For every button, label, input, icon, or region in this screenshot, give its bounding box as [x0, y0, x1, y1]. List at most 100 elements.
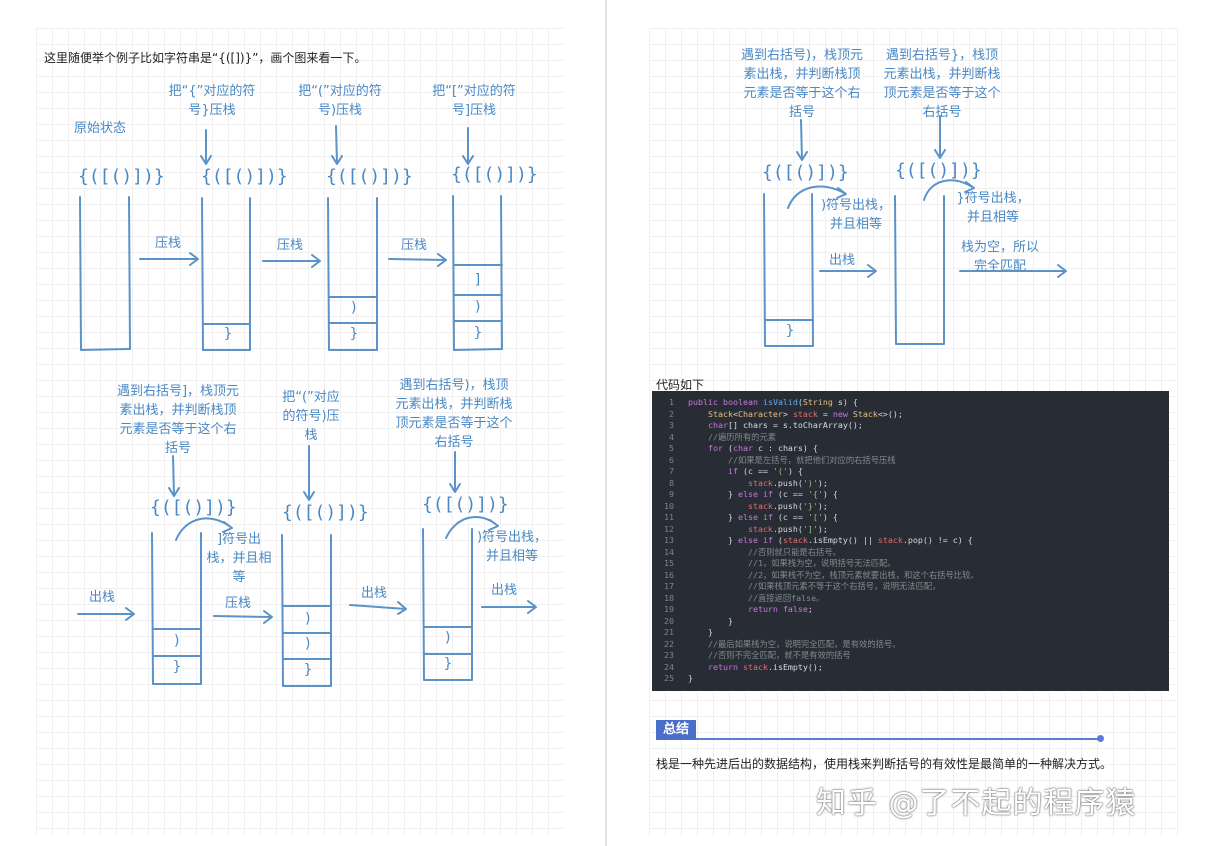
code-line: 6 //如果是左括号，就把他们对应的右括号压栈: [652, 455, 896, 467]
code-line: 11 } else if (c == '[') {: [652, 512, 838, 524]
code-line: 17 //如果栈顶元素不等于这个右括号，说明无法匹配，: [652, 581, 940, 593]
line-number: 25: [664, 673, 674, 683]
stack: [763, 193, 814, 347]
pop-paren-note: )符号出栈，并且相等: [476, 530, 548, 564]
stack: [151, 532, 202, 685]
summary-divider: [696, 738, 1100, 740]
code-line: 20 }: [652, 616, 733, 628]
line-number: 1: [669, 397, 674, 407]
pop-curly-note: }符号出栈，并且相等: [956, 191, 1030, 225]
push-paren-note: 把“(”对应的符号)压栈: [298, 84, 382, 118]
right-arrow: [819, 264, 877, 278]
line-number: 4: [669, 431, 674, 442]
right-arrow: [959, 264, 1067, 278]
stack-cell: ): [473, 299, 483, 315]
string-display: {([()])}: [422, 494, 509, 515]
right-arrow: [262, 254, 321, 268]
code-line: 23 //否则不完全匹配，就不是有效的括号: [652, 650, 851, 662]
page-divider: [605, 0, 607, 846]
down-arrow: [303, 445, 315, 501]
down-arrow: [462, 127, 474, 165]
intro-text: 这里随便举个例子比如字符串是“{([])}”，画个图来看一下。: [44, 51, 367, 65]
right-arrow: [77, 607, 135, 621]
string-display: {([()])}: [451, 164, 538, 185]
push-label: 压栈: [224, 596, 251, 611]
down-arrow: [934, 115, 946, 159]
stack-cell: }: [349, 326, 359, 342]
curved-arrow: [175, 517, 233, 541]
stack-cell: ]: [473, 272, 483, 288]
code-line: 4 //遍历所有的元素: [652, 432, 776, 444]
stack-divider: [423, 626, 473, 655]
code-line: 10 stack.push('}');: [652, 501, 828, 513]
code-heading: 代码如下: [656, 378, 705, 392]
right-arrow: [481, 600, 537, 614]
summary-divider-dot: [1097, 735, 1104, 742]
code-line: 7 if (c == '(') {: [652, 466, 803, 478]
push-label: 压栈: [276, 238, 303, 253]
code-line: 18 //直接返回false。: [652, 593, 824, 605]
stack-divider: [328, 296, 378, 324]
code-line: 9 } else if (c == '{') {: [652, 489, 838, 501]
meet-paren-note-right: 遇到右括号)，栈顶元素出栈，并判断栈顶元素是否等于这个右括号: [740, 48, 864, 120]
stack-divider: [282, 605, 332, 660]
line-number: 12: [664, 523, 674, 534]
down-arrow: [796, 119, 808, 161]
down-arrow: [331, 125, 343, 165]
code-line: 22 //最后如果栈为空，说明完全匹配，是有效的括号。: [652, 639, 901, 651]
code-line: 2 Stack<Character> stack = new Stack<>()…: [652, 409, 903, 421]
line-number: 5: [669, 443, 674, 453]
stack-cell: ): [303, 636, 313, 652]
line-number: 13: [664, 535, 674, 545]
stack-cell: ): [443, 630, 453, 646]
line-number: 21: [664, 627, 674, 637]
code-line: 24 return stack.isEmpty();: [652, 662, 823, 674]
line-number: 17: [664, 581, 674, 591]
stack-cell: }: [473, 325, 483, 341]
string-display: {([()])}: [282, 502, 369, 523]
stack: [327, 197, 378, 351]
push-bracket-note: 把“[”对应的符号]压栈: [432, 84, 516, 118]
stack-cell: ): [172, 633, 182, 649]
code-line: 5 for (char c : chars) {: [652, 443, 818, 455]
meet-paren-note: 遇到右括号)，栈顶元素出栈，并判断栈顶元素是否等于这个右括号: [395, 378, 513, 450]
code-line: 14 //否则就只能是右括号。: [652, 547, 841, 559]
stack-cell: ): [303, 611, 313, 627]
stack-cell: ): [349, 300, 359, 316]
line-number: 11: [664, 512, 674, 522]
stack: [452, 195, 503, 351]
left-page: [0, 0, 605, 846]
line-number: 22: [664, 638, 674, 649]
line-number: 6: [669, 454, 674, 465]
push-label: 压栈: [400, 238, 427, 253]
string-display: {([()])}: [762, 162, 849, 183]
line-number: 16: [664, 569, 674, 580]
push-curly-note: 把“{”对应的符号}压栈: [168, 84, 256, 118]
grid-background: [36, 28, 564, 836]
line-number: 8: [669, 477, 674, 488]
stack-divider: [152, 628, 202, 657]
code-line: 13 } else if (stack.isEmpty() || stack.p…: [652, 535, 973, 547]
line-number: 19: [664, 604, 674, 614]
stack-cell: }: [443, 656, 453, 672]
stack: [422, 528, 473, 681]
string-display: {([()])}: [895, 160, 982, 181]
curved-arrow: [445, 516, 499, 539]
code-line: 16 //2，如果栈不为空，栈顶元素就要出栈，和这个右括号比较。: [652, 570, 979, 582]
line-number: 7: [669, 466, 674, 476]
code-line: 8 stack.push(')');: [652, 478, 828, 490]
down-arrow: [168, 455, 180, 497]
string-display: {([()])}: [201, 166, 288, 187]
code-line: 19 return false;: [652, 604, 813, 616]
down-arrow: [449, 451, 461, 493]
line-number: 24: [664, 661, 674, 672]
stack-cell: }: [785, 323, 795, 339]
pop-label: 出栈: [88, 590, 115, 605]
stack: [201, 197, 251, 351]
line-number: 3: [669, 420, 674, 430]
pop-label: 出栈: [828, 253, 855, 268]
line-number: 9: [669, 489, 674, 499]
stack-cell: }: [223, 326, 233, 342]
